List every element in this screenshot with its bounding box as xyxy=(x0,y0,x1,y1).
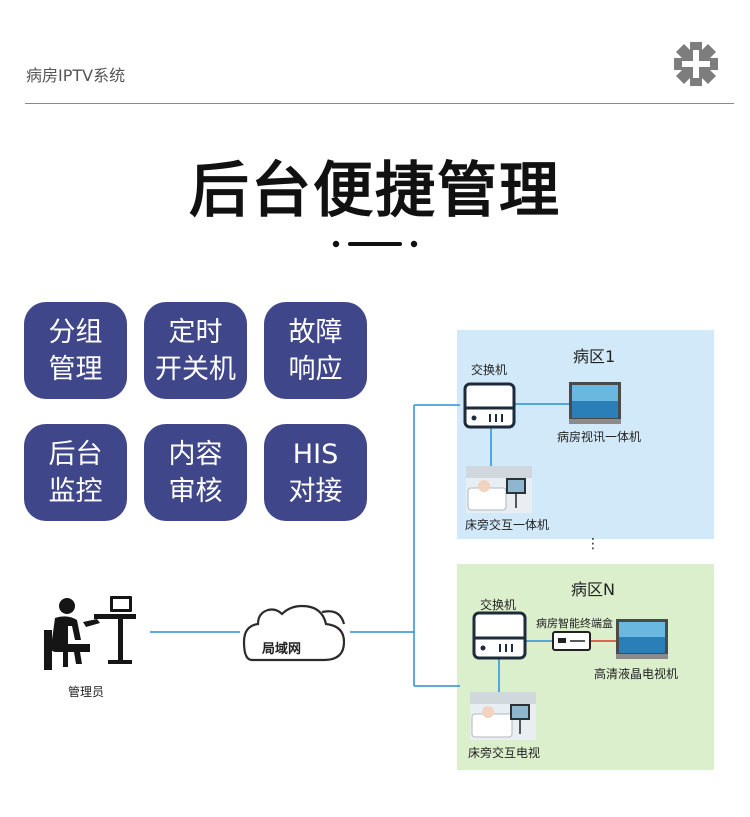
feature-backend-monitoring: 后台 监控 xyxy=(24,424,127,521)
admin-label: 管理员 xyxy=(68,685,105,699)
feature-label: 定时 开关机 xyxy=(155,316,236,385)
switch-icon xyxy=(472,611,527,660)
feature-label: 分组 管理 xyxy=(48,316,103,385)
feature-group-management: 分组 管理 xyxy=(24,302,127,399)
ward-n-title: 病区N xyxy=(571,580,615,599)
system-title: 病房IPTV系统 xyxy=(26,66,126,85)
feature-scheduled-power: 定时 开关机 xyxy=(144,302,247,399)
ward-1-title: 病区1 xyxy=(573,347,616,366)
terminal-monitor-icon xyxy=(569,382,621,424)
set-top-box-icon xyxy=(552,631,591,651)
header-divider xyxy=(25,103,734,104)
feature-label: 故障 响应 xyxy=(288,316,343,385)
ward-n-tv-label: 高清液晶电视机 xyxy=(594,667,679,681)
feature-label: HIS 对接 xyxy=(288,438,343,507)
ward-n-bedside-label: 床旁交互电视 xyxy=(468,746,541,760)
ward-1-switch-label: 交换机 xyxy=(471,363,508,377)
administrator-icon xyxy=(44,596,136,670)
ward-n-stb-label: 病房智能终端盒 xyxy=(536,617,613,630)
lan-cloud-icon xyxy=(242,604,346,662)
page-title: 后台便捷管理 xyxy=(189,156,561,226)
ellipsis: ⋮ xyxy=(586,536,600,552)
feature-label: 内容 审核 xyxy=(168,438,223,507)
lcd-tv-icon xyxy=(616,619,668,659)
feature-label: 后台 监控 xyxy=(48,438,103,507)
ward-n-switch-label: 交换机 xyxy=(480,598,517,612)
feature-fault-response: 故障 响应 xyxy=(264,302,367,399)
ward-1-terminal-label: 病房视讯一体机 xyxy=(557,430,642,444)
bedside-tv-image xyxy=(470,692,536,740)
lan-label: 局域网 xyxy=(262,642,302,657)
feature-his-integration: HIS 对接 xyxy=(264,424,367,521)
bedside-terminal-image xyxy=(466,466,532,513)
medical-cross-logo-icon xyxy=(674,42,718,86)
feature-content-review: 内容 审核 xyxy=(144,424,247,521)
title-decoration xyxy=(332,240,418,248)
switch-icon xyxy=(463,382,516,429)
ward-1-bedside-label: 床旁交互一体机 xyxy=(465,518,550,532)
